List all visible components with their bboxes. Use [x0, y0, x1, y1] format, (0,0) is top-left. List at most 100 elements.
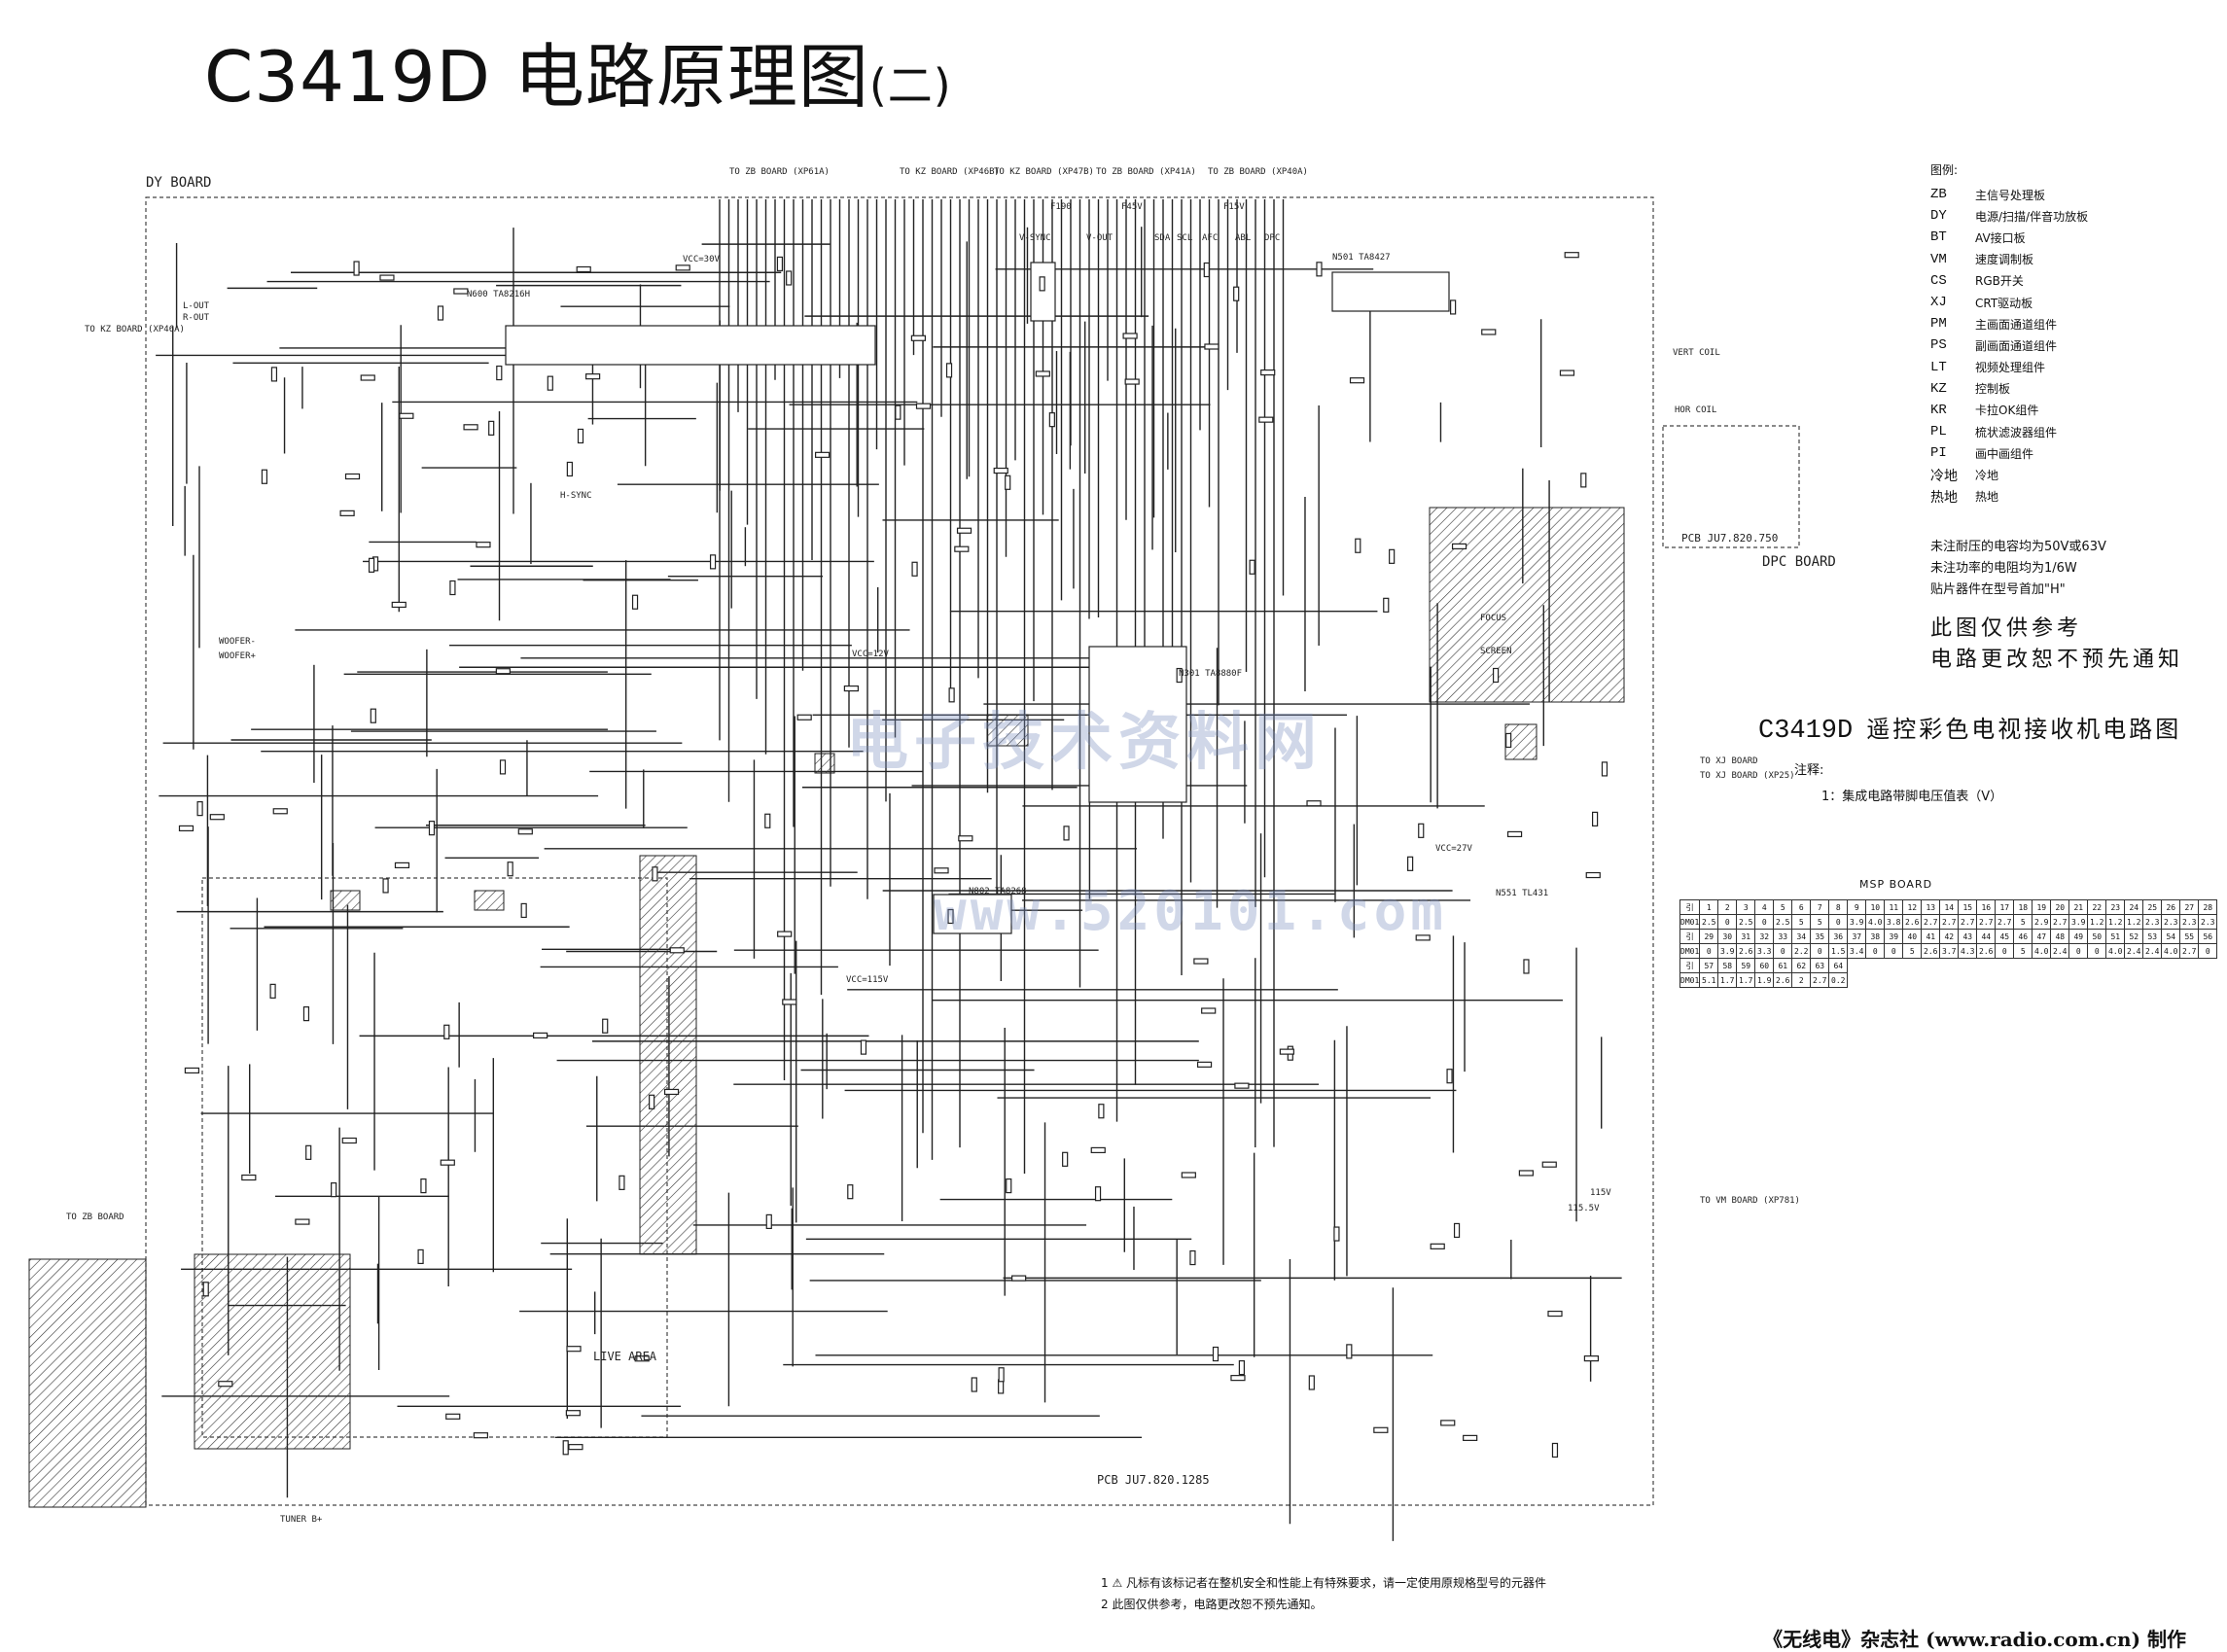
resistor: [998, 1367, 1005, 1383]
resistor: [417, 1248, 424, 1265]
component-label: N501 TA8427: [1332, 253, 1391, 263]
table-cell: 3.9: [1847, 914, 1867, 930]
resistor: [619, 1175, 625, 1190]
resistor: [796, 714, 812, 721]
table-cell: 3.8: [1884, 914, 1904, 930]
resistor: [495, 668, 511, 675]
component-label: V-SYNC: [1019, 233, 1051, 243]
live-area-label: LIVE AREA: [593, 1350, 657, 1363]
resistor: [218, 1381, 233, 1388]
table-cell: 11: [1884, 899, 1904, 915]
table-cell: 2.3: [2161, 914, 2181, 930]
legend-code: 热地: [1930, 490, 1958, 507]
table-cell: 5: [2013, 943, 2033, 959]
table-cell: 3.7: [1939, 943, 1960, 959]
resistor: [948, 687, 955, 703]
resistor: [295, 1218, 310, 1225]
connector-label: TO KZ BOARD (XP46B): [900, 167, 1000, 177]
resistor: [1308, 1375, 1315, 1390]
hatched-area: [814, 753, 835, 774]
legend-code: KZ: [1930, 380, 1947, 397]
table-cell: 7: [1810, 899, 1830, 915]
resistor: [1204, 343, 1220, 350]
legend-code: PI: [1930, 445, 1947, 462]
table-cell: 2.6: [1736, 943, 1756, 959]
table-cell: 0: [1828, 914, 1849, 930]
table-cell: 33: [1773, 929, 1793, 944]
resistor: [576, 265, 591, 273]
table-cell: 38: [1865, 929, 1886, 944]
legend-desc: 速度调制板: [1975, 253, 2034, 267]
hatched-area: [194, 1253, 351, 1450]
legend-code: LT: [1930, 359, 1947, 375]
legend-item: 热地热地: [1930, 486, 2088, 508]
resistor: [915, 403, 932, 409]
pcb-main-label: PCB JU7.820.1285: [1097, 1473, 1210, 1487]
resistor: [437, 305, 444, 321]
resistor: [547, 375, 553, 391]
table-cell: 2: [1717, 899, 1738, 915]
disclaimer-line: 电路更改恕不预先通知: [1930, 648, 2184, 672]
resistor: [843, 685, 859, 692]
resistor: [391, 601, 407, 609]
ic-block: [933, 894, 1012, 934]
connector-label: TO KZ BOARD (XP47B): [994, 167, 1094, 177]
resistor: [1258, 416, 1274, 423]
resistor: [1518, 1170, 1534, 1177]
legend-desc: RGB开关: [1975, 274, 2024, 289]
resistor: [1446, 1069, 1453, 1084]
resistor: [1201, 1007, 1217, 1014]
component-label: F15V: [1223, 202, 1245, 212]
table-cell: 0: [1754, 914, 1775, 930]
resistor: [379, 274, 395, 281]
component-label: VCC=115V: [846, 975, 889, 985]
resistor: [532, 1032, 548, 1039]
table-cell: 62: [1791, 958, 1812, 973]
table-cell: 40: [1902, 929, 1923, 944]
legend-desc: 梳状滤波器组件: [1975, 425, 2058, 439]
table-cell: 41: [1921, 929, 1941, 944]
resistor: [1523, 959, 1530, 974]
pcb-dpc-label: PCB JU7.820.750: [1681, 532, 1779, 545]
table-cell: 43: [1958, 929, 1978, 944]
resistor: [602, 1018, 609, 1034]
table-cell: 2.7: [1939, 914, 1960, 930]
resistor: [1453, 1222, 1461, 1239]
schematic-name: 遥控彩色电视接收机电路图: [1866, 716, 2182, 743]
resistor: [196, 801, 203, 817]
resistor: [339, 510, 355, 516]
resistor: [344, 473, 361, 480]
table-cell: 19: [2032, 899, 2052, 915]
resistor: [440, 1159, 455, 1166]
ic-block: [1088, 646, 1187, 803]
watermark: 电子技术资料网: [846, 707, 1323, 779]
resistor: [394, 861, 410, 869]
connector-label: FOCUS: [1480, 614, 1507, 623]
resistor: [568, 1444, 583, 1451]
table-cell: 31: [1736, 929, 1756, 944]
legend-code: VM: [1930, 251, 1947, 267]
table-cell: 29: [1699, 929, 1719, 944]
resistor: [786, 270, 793, 286]
table-cell: DM01: [1679, 972, 1701, 988]
disclaimer-line: 此图仅供参考: [1930, 616, 2083, 641]
resistor: [577, 428, 584, 444]
table-cell: 2.5: [1736, 914, 1756, 930]
resistor: [860, 1039, 867, 1055]
component-label: N551 TL431: [1496, 889, 1549, 898]
resistor: [663, 1088, 680, 1096]
resistor: [1450, 299, 1457, 315]
component-label: 115V: [1590, 1188, 1611, 1198]
table-cell: 2.4: [2050, 943, 2070, 959]
table-cell: 56: [2198, 929, 2218, 944]
resistor: [777, 931, 793, 937]
table-cell: 53: [2142, 929, 2163, 944]
resistor: [445, 1413, 461, 1420]
table-cell: 24: [2124, 899, 2144, 915]
resistor: [360, 374, 375, 381]
